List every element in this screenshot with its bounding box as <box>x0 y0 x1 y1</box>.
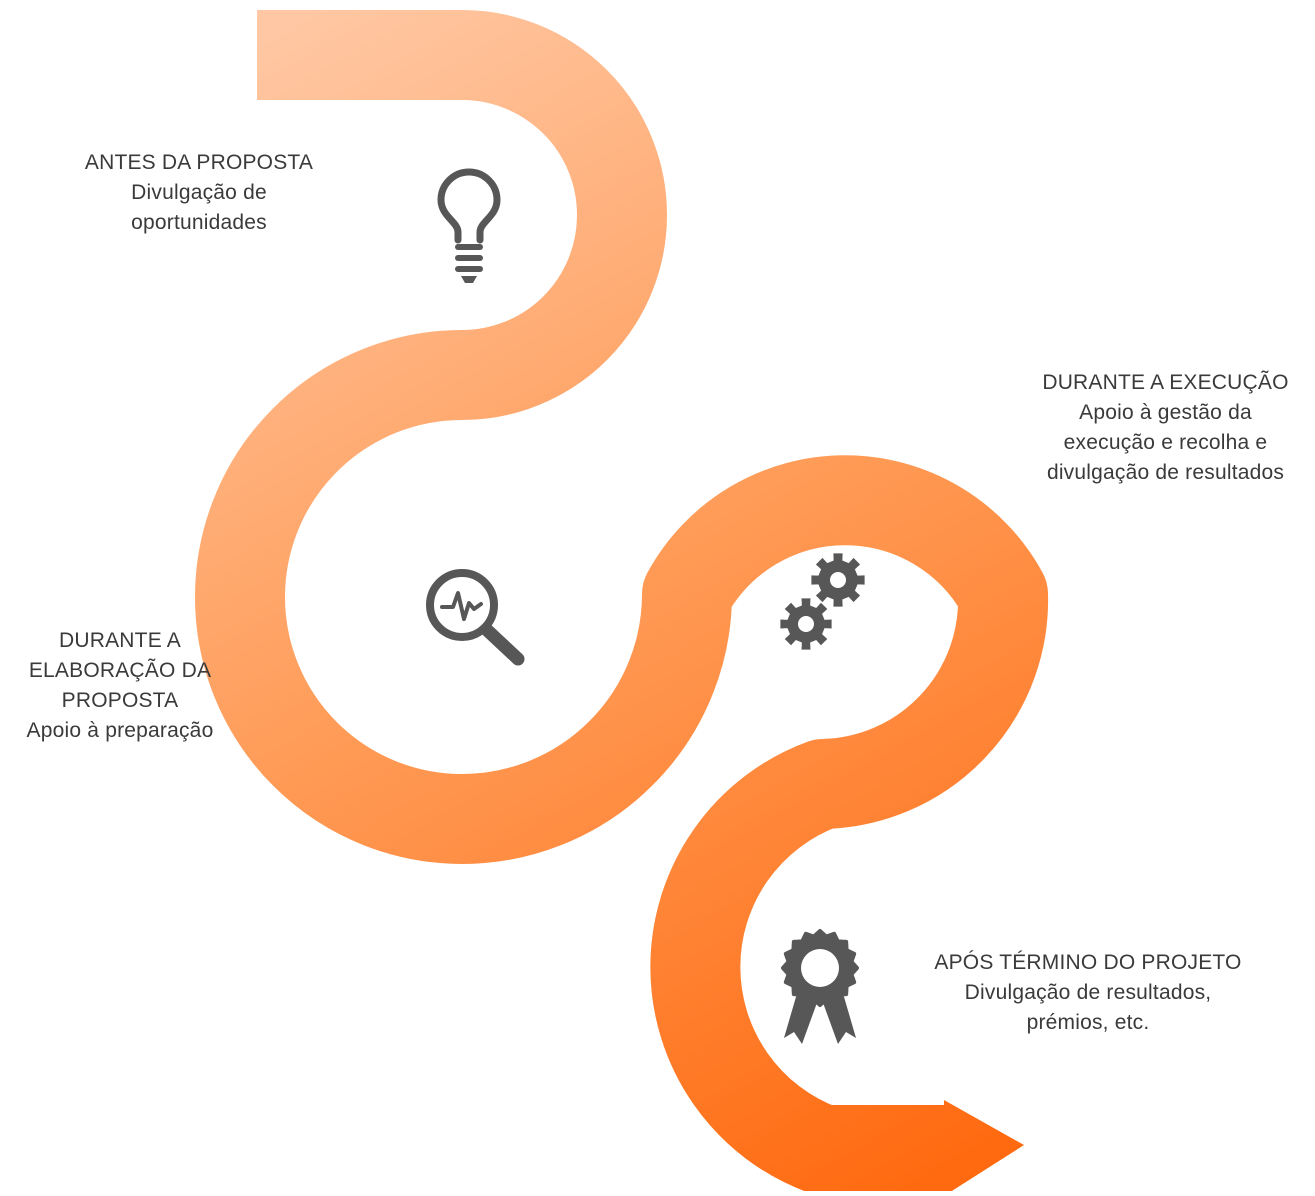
stage-description: Apoio à gestão da <box>1079 401 1252 424</box>
stage-description: Apoio à preparação <box>26 719 214 742</box>
stage-title: ELABORAÇÃO DA <box>28 659 212 682</box>
stage-title: DURANTE A <box>59 629 181 652</box>
stage-description: execução e recolha e <box>1063 431 1268 454</box>
path-arrowhead <box>944 1100 1024 1196</box>
winding-path <box>195 10 1049 1195</box>
award-ribbon-icon <box>781 929 859 1044</box>
gear-hole <box>798 616 814 632</box>
stage-title: APÓS TÉRMINO DO PROJETO <box>934 951 1242 974</box>
stage-label-after-project: APÓS TÉRMINO DO PROJETO Divulgação de re… <box>912 948 1264 1038</box>
stage-description: Divulgação de <box>131 181 267 204</box>
stage-description: prémios, etc. <box>1026 1011 1150 1034</box>
stage-label-during-preparation: DURANTE A ELABORAÇÃO DA PROPOSTA Apoio à… <box>0 626 240 746</box>
stage-title: ANTES DA PROPOSTA <box>84 151 314 174</box>
lightbulb-icon <box>437 168 501 283</box>
gears-icon <box>780 553 865 650</box>
magnifier-pulse-icon <box>426 569 525 666</box>
stage-description: oportunidades <box>131 211 267 234</box>
gear-hole <box>830 572 846 588</box>
stage-label-during-execution: DURANTE A EXECUÇÃO Apoio à gestão da exe… <box>1016 368 1315 488</box>
stage-description: divulgação de resultados <box>1046 461 1285 484</box>
stage-description: Divulgação de resultados, <box>964 981 1212 1004</box>
stage-label-before-proposal: ANTES DA PROPOSTA Divulgação de oportuni… <box>40 148 358 238</box>
stage-title: PROPOSTA <box>61 689 179 712</box>
stage-title: DURANTE A EXECUÇÃO <box>1042 371 1289 394</box>
